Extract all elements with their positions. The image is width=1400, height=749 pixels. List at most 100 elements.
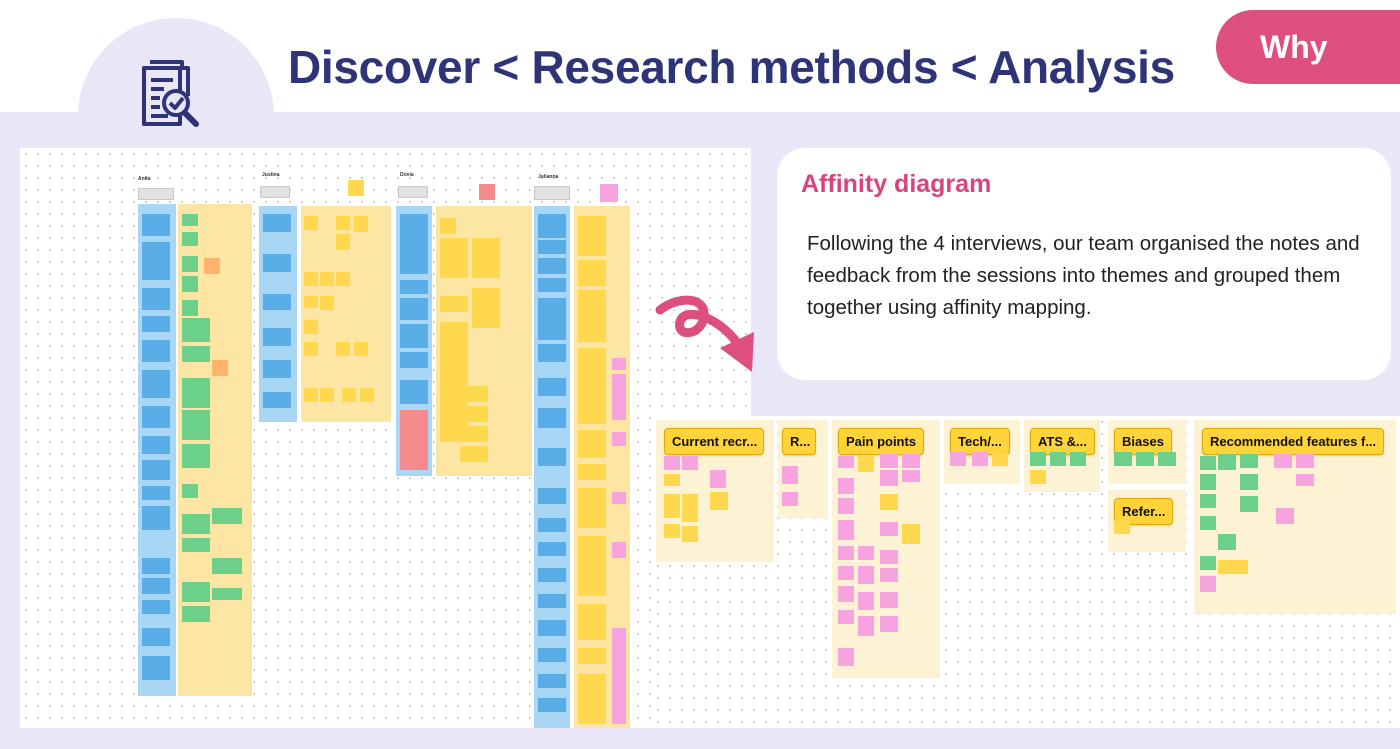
sticky-note [320,296,334,310]
sticky-note [858,566,874,584]
info-card: Affinity diagram Following the 4 intervi… [777,148,1391,380]
sticky-note [212,558,242,574]
sticky-note [538,240,566,254]
sticky-note [1200,516,1216,530]
sticky-note [902,470,920,482]
sticky-note [664,474,680,486]
sticky-note [612,628,626,724]
sticky-note [400,280,428,294]
sticky-note [440,296,468,312]
theme-tag-current-recruitment[interactable]: Current recr... [664,428,764,455]
sticky-note [336,216,350,230]
sticky-note [182,444,210,468]
sticky-note [538,298,566,340]
sticky-note [838,610,854,624]
sticky-note [440,218,456,234]
sticky-note [479,184,495,200]
sticky-note [682,494,698,522]
sticky-note [400,410,428,470]
sticky-note [538,408,566,428]
sticky-note [682,526,698,542]
sticky-note [212,508,242,524]
sticky-note [304,320,318,334]
theme-tag-r[interactable]: R... [782,428,816,455]
sticky-note [838,456,854,468]
sticky-note [858,592,874,610]
sticky-note [354,342,368,356]
sticky-note [538,542,566,556]
sticky-note [460,406,488,422]
sticky-note [182,484,198,498]
sticky-note [1200,556,1216,570]
sticky-note [538,214,566,238]
sticky-note [578,674,606,724]
sticky-note [263,214,291,232]
sticky-note [1240,454,1258,468]
sticky-note [182,606,210,622]
sticky-note [880,592,898,608]
sticky-note [1218,560,1248,574]
sticky-note [1158,452,1176,466]
card-description: Following the 4 interviews, our team org… [807,232,1360,319]
affinity-board: Current recr... R... Pain points Tech/..… [652,416,1400,728]
sticky-note [142,628,170,646]
sticky-note [182,514,210,534]
sticky-note [710,470,726,488]
sticky-note [538,568,566,582]
sticky-note [682,456,698,470]
sticky-note [460,446,488,462]
sticky-note [538,278,566,292]
sticky-note [400,298,428,320]
sticky-note [304,388,318,402]
sticky-note [1136,452,1154,466]
sticky-note [182,276,198,292]
sticky-note [538,518,566,532]
sticky-note [858,546,874,560]
sticky-note [142,214,170,236]
sticky-note [578,464,606,480]
sticky-note [880,550,898,564]
column-label: Julianna [538,174,559,180]
sticky-note [858,456,874,472]
sticky-note [320,388,334,402]
notes-column [534,206,570,728]
theme-tag-ats[interactable]: ATS &... [1030,428,1095,455]
sticky-note [263,328,291,346]
sticky-note [600,184,618,202]
sticky-note [538,648,566,662]
sticky-note [1296,474,1314,486]
sticky-note [142,316,170,332]
sticky-note [538,258,566,274]
theme-tag-pain-points[interactable]: Pain points [838,428,925,455]
sticky-note [538,488,566,504]
sticky-note [182,300,198,316]
sticky-note [1114,520,1130,534]
sticky-note [858,616,874,636]
sticky-note [182,582,210,602]
sticky-note [182,318,210,342]
sticky-note [612,358,626,370]
sticky-note [578,648,606,664]
sticky-note [263,294,291,310]
sticky-note [182,538,210,552]
sticky-note [212,360,228,376]
theme-tag-tech[interactable]: Tech/... [950,428,1010,455]
sticky-note [1200,494,1216,508]
sticky-note [142,656,170,680]
sticky-note [320,272,334,286]
sticky-note [142,600,170,614]
theme-tag-biases[interactable]: Biases [1114,428,1172,455]
notes-column [259,206,297,422]
document-search-icon [142,60,199,127]
why-button[interactable]: Why [1216,10,1400,84]
sticky-note [782,466,798,484]
sticky-note [902,524,920,544]
sticky-note [1200,456,1216,470]
sticky-note [142,436,170,454]
theme-tag-recommended-features[interactable]: Recommended features f... [1202,428,1385,455]
sticky-note [1070,452,1086,466]
sticky-note [400,380,428,404]
sticky-note [612,542,626,558]
sticky-note [142,242,170,260]
sticky-note [304,296,318,308]
